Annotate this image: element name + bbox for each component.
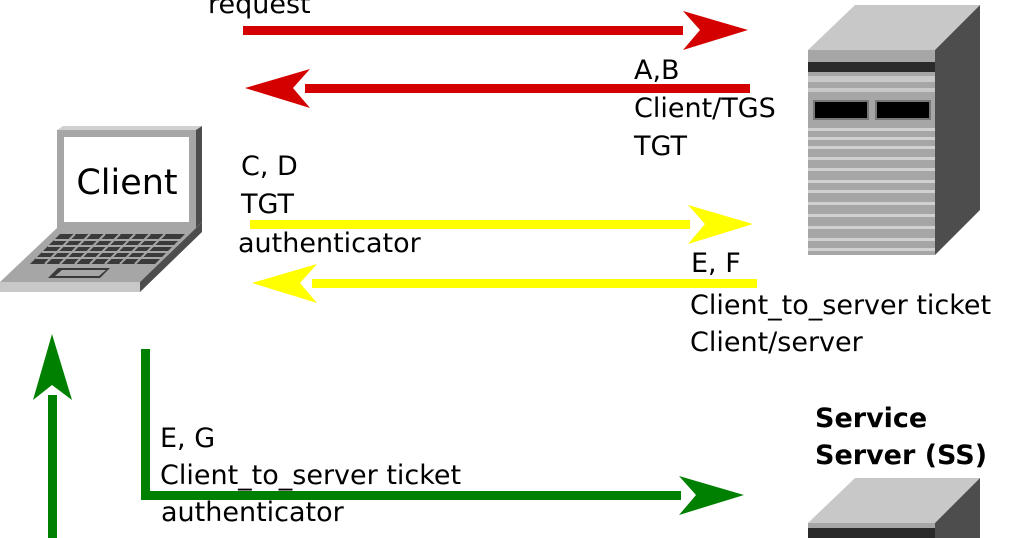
laptop-icon: [0, 126, 202, 292]
as-reply-label: A,B Client/TGS TGT: [633, 55, 776, 162]
tgs-request-arrow: [250, 205, 753, 244]
tgs-reply-arrow: [252, 264, 757, 303]
svg-text:Client_to_server ticket: Client_to_server ticket: [690, 290, 991, 321]
svg-text:A,B: A,B: [634, 55, 680, 86]
svg-text:authenticator: authenticator: [238, 228, 422, 259]
ss-reply-arrow: [33, 334, 72, 538]
svg-text:Client_to_server ticket: Client_to_server ticket: [160, 460, 461, 491]
service-server-title: Service Server (SS): [815, 403, 987, 471]
ss-request-arrow: [141, 349, 744, 515]
as-request-label: request: [208, 0, 311, 20]
svg-text:authenticator: authenticator: [161, 497, 345, 528]
kdc-server-icon: [808, 5, 980, 255]
svg-text:Client/TGS: Client/TGS: [634, 93, 776, 124]
svg-text:TGT: TGT: [633, 131, 687, 162]
tgs-request-label: C, D TGT authenticator: [238, 151, 422, 259]
svg-text:E, G: E, G: [160, 423, 215, 454]
svg-text:Client/server: Client/server: [690, 327, 864, 358]
ss-request-label: E, G Client_to_server ticket authenticat…: [160, 423, 461, 528]
as-reply-arrow: [245, 69, 750, 108]
svg-text:C, D: C, D: [241, 151, 298, 182]
as-request-arrow: [243, 11, 748, 50]
client-label: Client: [76, 163, 177, 203]
svg-text:E, F: E, F: [691, 248, 741, 279]
svg-text:Server (SS): Server (SS): [815, 440, 987, 471]
tgs-reply-label: E, F Client_to_server ticket Client/serv…: [690, 248, 991, 358]
svg-text:TGT: TGT: [240, 189, 294, 220]
service-server-icon: [808, 478, 980, 538]
svg-text:Service: Service: [815, 403, 927, 434]
